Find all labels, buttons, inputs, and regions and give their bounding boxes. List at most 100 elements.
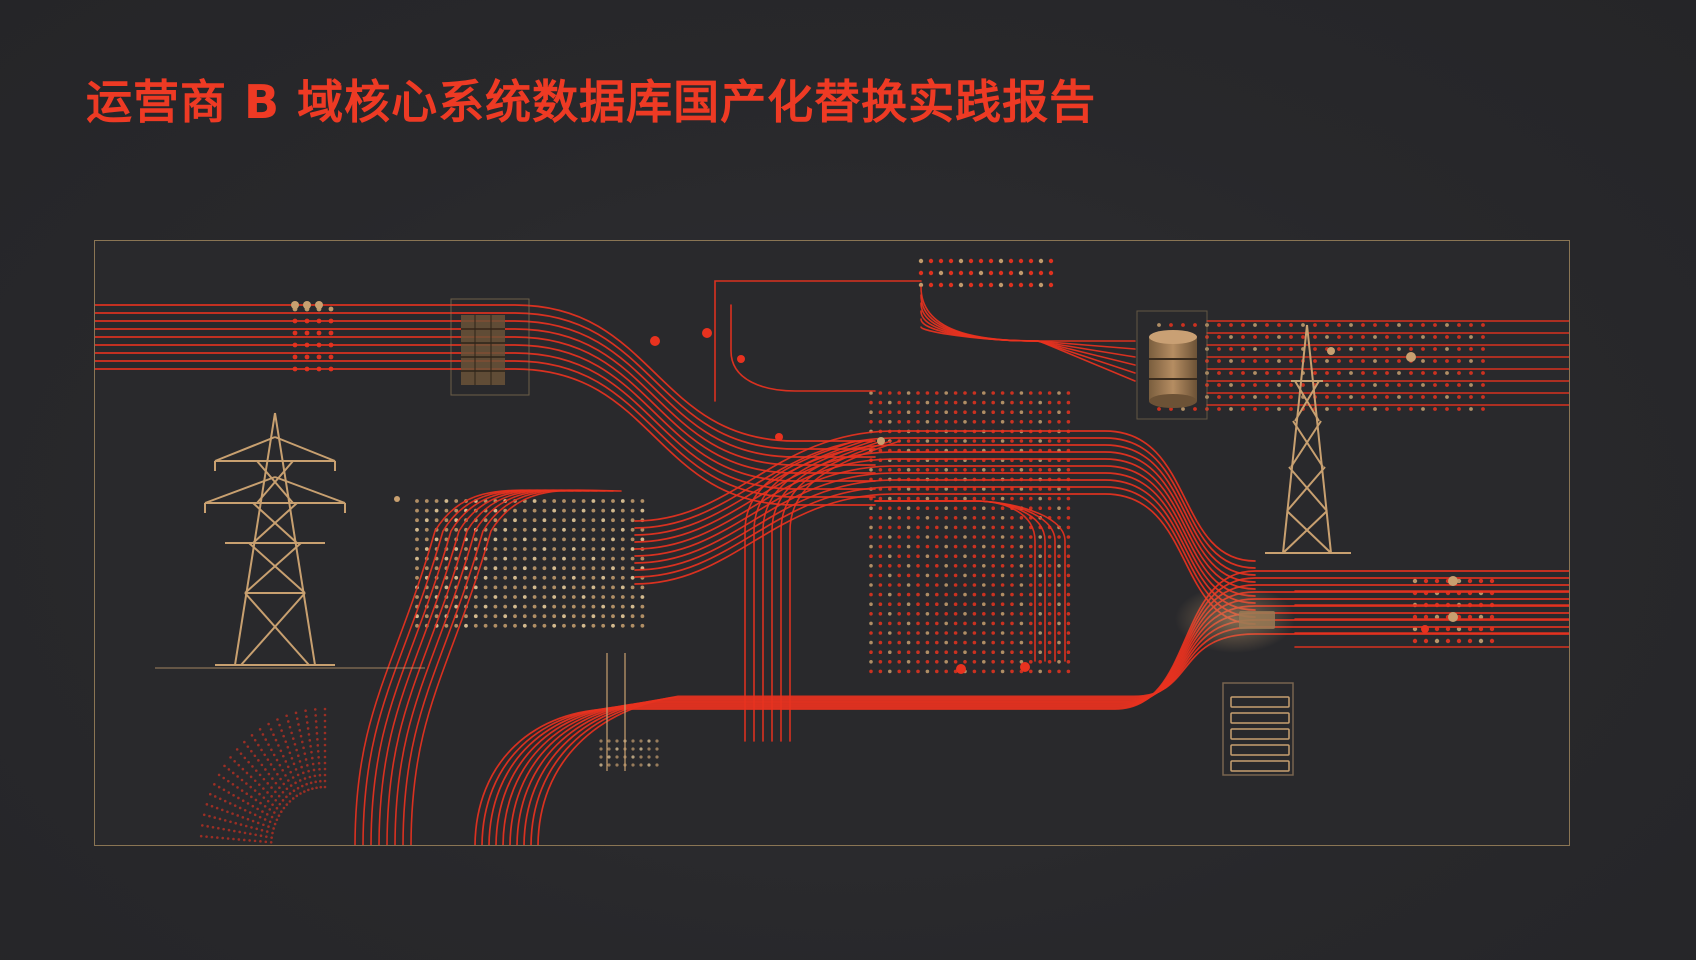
grid-dot xyxy=(906,583,911,587)
grid-dot xyxy=(503,547,508,551)
grid-dot xyxy=(888,516,892,520)
grid-dot xyxy=(918,258,924,264)
grid-dot xyxy=(1057,602,1061,606)
fan-dot xyxy=(289,784,293,787)
grid-dot xyxy=(991,516,995,520)
grid-dot xyxy=(503,566,508,571)
fan-dot xyxy=(232,837,235,841)
grid-dot xyxy=(1029,660,1033,664)
grid-dot xyxy=(493,614,498,619)
grid-dot xyxy=(982,583,986,587)
fan-dot xyxy=(277,794,281,798)
fan-dot xyxy=(276,718,279,721)
fan-dot xyxy=(260,763,264,767)
grid-dot xyxy=(1047,439,1052,443)
grid-dot xyxy=(1066,420,1071,424)
grid-dot xyxy=(1018,282,1024,288)
grid-dot xyxy=(944,516,948,520)
grid-dot xyxy=(532,585,537,590)
grid-dot xyxy=(532,623,537,628)
fan-dot xyxy=(262,823,265,827)
grid-dot xyxy=(434,614,439,619)
grid-dot xyxy=(562,585,566,590)
grid-dot xyxy=(1066,439,1071,443)
grid-dot xyxy=(611,518,615,523)
fan-dot xyxy=(266,791,269,794)
fan-dot xyxy=(267,743,270,746)
grid-dot xyxy=(906,544,911,549)
grid-dot xyxy=(916,573,920,578)
grid-dot xyxy=(935,439,939,443)
grid-dot xyxy=(1385,395,1389,399)
fan-dot xyxy=(245,792,249,796)
fan-dot xyxy=(213,795,217,798)
grid-dot xyxy=(1313,371,1317,375)
grid-dot xyxy=(522,556,527,561)
circuit-line xyxy=(634,437,1256,569)
grid-dot xyxy=(897,487,901,491)
grid-dot xyxy=(599,755,603,759)
grid-dot xyxy=(925,468,930,472)
grid-dot xyxy=(916,400,920,405)
grid-dot xyxy=(1217,323,1221,327)
grid-dot xyxy=(1361,359,1365,363)
grid-dot xyxy=(639,739,643,743)
grid-dot xyxy=(991,391,995,395)
grid-dot xyxy=(1489,614,1495,620)
fan-dot xyxy=(323,737,327,741)
grid-dot xyxy=(415,518,419,523)
grid-dot xyxy=(1029,544,1033,549)
fan-dot xyxy=(217,826,220,830)
grid-dot xyxy=(935,621,939,626)
grid-dot xyxy=(963,506,967,511)
grid-dot xyxy=(991,400,995,405)
grid-dot xyxy=(1325,395,1329,399)
grid-dot xyxy=(972,516,977,520)
grid-dot xyxy=(878,631,883,635)
junction-glow xyxy=(1175,585,1295,653)
grid-dot xyxy=(1066,506,1071,511)
grid-dot xyxy=(1047,496,1052,501)
fan-dot xyxy=(309,781,313,785)
grid-dot xyxy=(878,516,883,520)
fan-dot xyxy=(237,796,240,800)
grid-dot xyxy=(897,669,901,674)
grid-dot xyxy=(1423,638,1429,644)
grid-dot xyxy=(1373,407,1377,411)
grid-dot xyxy=(1029,621,1033,626)
fan-dot xyxy=(311,762,315,766)
grid-dot xyxy=(1481,347,1485,351)
grid-dot xyxy=(601,575,606,580)
grid-dot xyxy=(1047,631,1052,635)
grid-dot xyxy=(571,518,576,523)
grid-dot xyxy=(1010,640,1014,645)
grid-dot xyxy=(1066,554,1071,558)
grid-dot xyxy=(972,621,977,626)
fan-dot xyxy=(323,773,327,777)
grid-dot xyxy=(878,583,883,587)
grid-dot xyxy=(591,585,596,590)
grid-dot xyxy=(1385,359,1389,363)
grid-dot xyxy=(1010,410,1014,414)
grid-dot xyxy=(935,640,939,645)
fan-dot xyxy=(323,713,327,717)
grid-dot xyxy=(1265,371,1269,375)
grid-dot xyxy=(1157,407,1161,411)
fan-dot xyxy=(316,744,320,747)
fan-dot xyxy=(323,743,327,747)
grid-dot xyxy=(972,544,977,549)
grid-dot xyxy=(464,614,468,619)
fan-dot xyxy=(232,793,235,797)
grid-dot xyxy=(1066,468,1071,472)
grid-dot xyxy=(464,575,468,580)
grid-dot xyxy=(1385,371,1389,375)
grid-dot xyxy=(1409,407,1413,411)
grid-dot xyxy=(1423,578,1429,584)
grid-dot xyxy=(1265,347,1269,351)
grid-dot xyxy=(513,537,517,542)
grid-dot xyxy=(982,554,986,558)
grid-dot xyxy=(897,506,901,511)
grid-dot xyxy=(1000,631,1005,635)
grid-dot xyxy=(483,518,488,523)
fan-dot xyxy=(234,821,238,825)
